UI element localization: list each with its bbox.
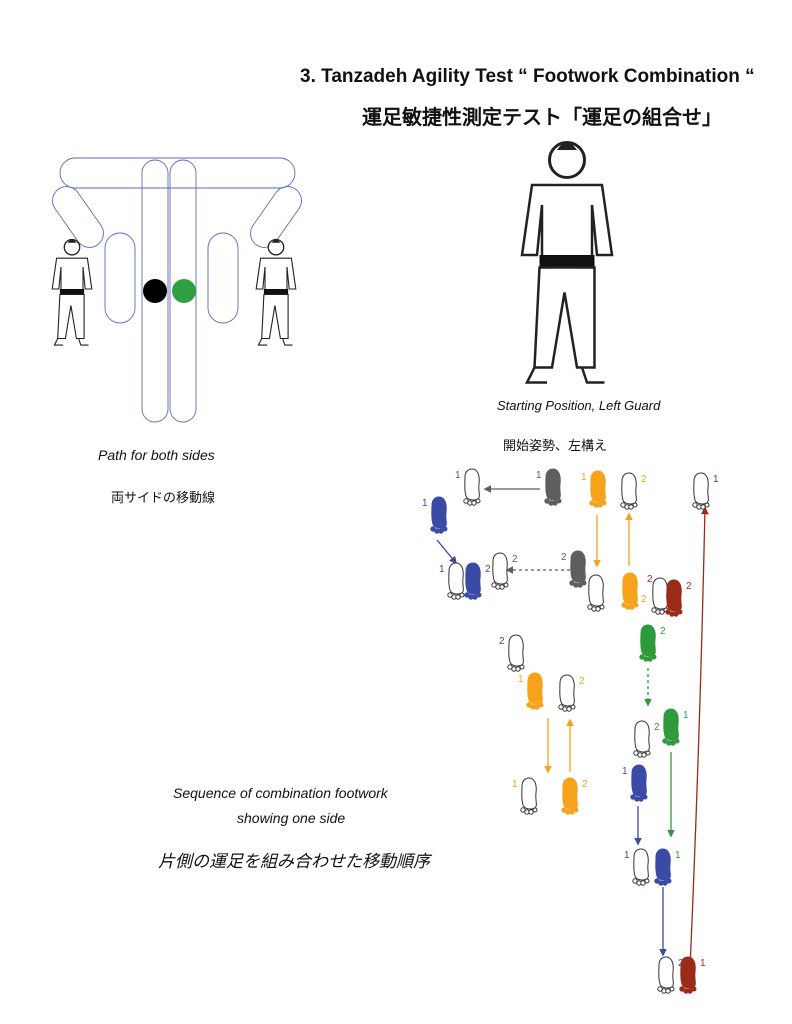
sequence-caption-line2: showing one side	[237, 810, 346, 826]
outline-footprint-icon	[447, 562, 465, 600]
outline-footprint-icon	[692, 472, 710, 510]
start-caption-japanese: 開始姿勢、左構え	[503, 439, 608, 454]
step-number-label: 1	[518, 674, 524, 685]
step-number-label: 2	[485, 564, 491, 575]
step-number-label: 2	[499, 636, 505, 647]
step-number-label: 2	[654, 722, 660, 733]
step-number-label: 1	[512, 779, 518, 790]
outline-footprint-icon	[632, 848, 650, 886]
green-footprint-icon	[662, 708, 680, 746]
orange-footprint-icon	[621, 572, 639, 610]
path-outline	[52, 157, 302, 423]
path-caption: Path for both sides	[98, 447, 215, 463]
outline-footprint-icon	[620, 472, 638, 510]
step-number-label: 1	[624, 850, 630, 861]
outline-footprint-icon	[558, 674, 576, 712]
blue-footprint-icon	[464, 562, 482, 600]
step-number-label: 1	[713, 474, 719, 485]
gray-footprint-icon	[544, 468, 562, 506]
black-marker	[143, 279, 167, 303]
start-caption: Starting Position, Left Guard	[497, 398, 661, 413]
red-footprint-icon	[679, 956, 697, 994]
page-title: 3. Tanzadeh Agility Test “ Footwork Comb…	[300, 66, 755, 87]
blue-movement-arrow	[436, 539, 457, 565]
step-number-label: 1	[622, 766, 628, 777]
step-number-label: 2	[660, 626, 666, 637]
step-number-label: 2	[647, 574, 653, 585]
gray-footprint-icon	[569, 550, 587, 588]
orange-footprint-icon	[526, 672, 544, 710]
outline-footprint-icon	[463, 468, 481, 506]
step-number-label: 1	[422, 498, 428, 509]
blue-footprint-icon	[430, 496, 448, 534]
outline-footprint-icon	[633, 720, 651, 758]
outline-footprint-icon	[587, 574, 605, 612]
sequence-caption-japanese: 片側の運足を組み合わせた移動順序	[158, 852, 430, 872]
sequence-caption-line1: Sequence of combination footwork	[173, 785, 388, 801]
step-number-label: 2	[512, 554, 518, 565]
step-number-label: 2	[686, 581, 692, 592]
outline-footprint-icon	[520, 777, 538, 815]
outline-footprint-icon	[491, 552, 509, 590]
path-caption-japanese: 両サイドの移動線	[111, 491, 216, 506]
outline-footprint-icon	[657, 956, 675, 994]
red-footprint-icon	[665, 579, 683, 617]
outline-footprint-icon	[507, 634, 525, 672]
step-number-label: 1	[581, 472, 587, 483]
orange-footprint-icon	[561, 777, 579, 815]
step-number-label: 2	[579, 676, 585, 687]
step-number-label: 1	[683, 710, 689, 721]
green-footprint-icon	[639, 624, 657, 662]
step-number-label: 2	[582, 779, 588, 790]
step-number-label: 2	[641, 594, 647, 605]
green-marker	[172, 279, 196, 303]
step-number-label: 1	[439, 564, 445, 575]
step-number-label: 1	[675, 850, 681, 861]
step-number-label: 1	[536, 470, 542, 481]
blue-footprint-icon	[654, 848, 672, 886]
blue-footprint-icon	[630, 764, 648, 802]
red-movement-arrow	[689, 506, 709, 969]
orange-footprint-icon	[589, 470, 607, 508]
step-number-label: 2	[561, 552, 567, 563]
step-number-label: 1	[455, 470, 461, 481]
step-number-label: 1	[700, 958, 706, 969]
step-number-label: 2	[641, 474, 647, 485]
outline-footprint-icon	[651, 577, 669, 615]
page-title-japanese: 運足敏捷性測定テスト「運足の組合せ」	[362, 105, 722, 129]
